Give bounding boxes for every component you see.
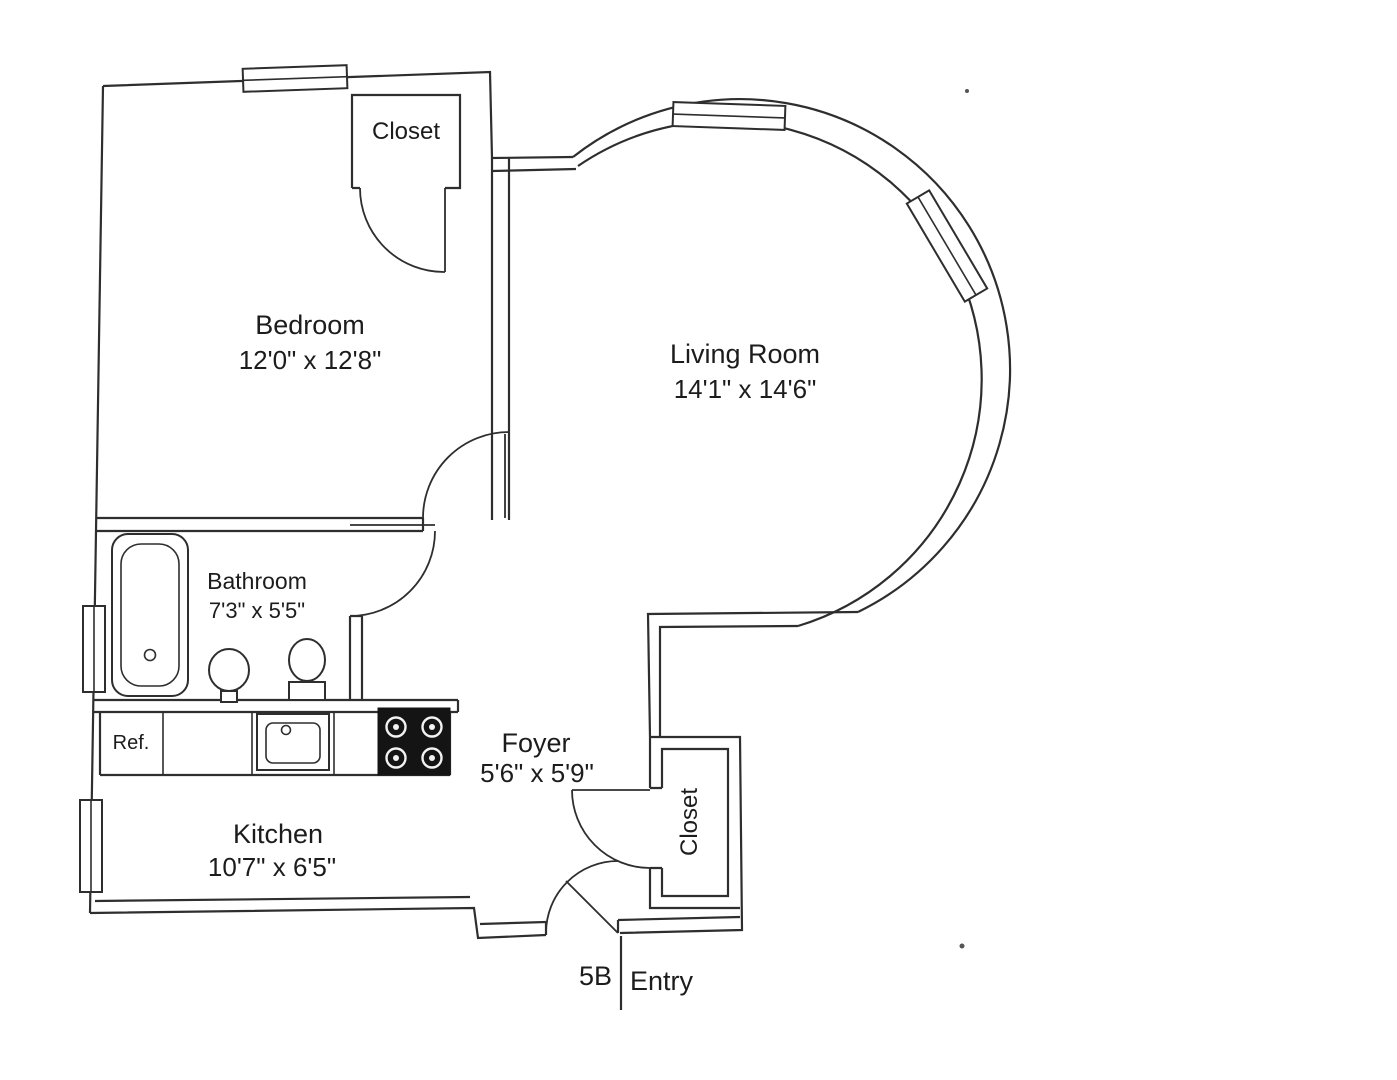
doors xyxy=(349,187,651,934)
exterior-wall-left xyxy=(88,85,105,914)
living-room-curved-wall-outer xyxy=(572,98,1012,613)
closet-bottom-inner-walls xyxy=(660,747,730,898)
stove xyxy=(377,707,451,776)
bathroom-label: Bathroom xyxy=(207,568,307,594)
window-living-room-right xyxy=(905,188,989,304)
entry-unit-label: 5B xyxy=(579,961,612,991)
kitchen-fixtures xyxy=(98,707,452,777)
scan-artifacts xyxy=(959,89,969,949)
window-living-room-top xyxy=(671,101,787,131)
stove-burner-center xyxy=(393,724,399,730)
stove-burner xyxy=(385,716,407,738)
bottom-wall-inner-left xyxy=(479,920,547,926)
kitchen-sink-basin xyxy=(265,722,321,764)
door-swing-arc xyxy=(545,860,619,934)
door-bathroom xyxy=(349,524,436,617)
door-closet-top xyxy=(359,187,446,273)
door-swing-arc xyxy=(571,789,651,869)
windows xyxy=(79,64,989,893)
bedroom-right-wall xyxy=(490,158,511,520)
door-closet-bottom xyxy=(571,789,651,869)
scan-speck xyxy=(965,89,969,93)
closet-top-walls xyxy=(350,93,462,190)
kitchen-dimensions: 10'7" x 6'5" xyxy=(208,852,336,882)
bathtub-drain xyxy=(143,648,157,662)
stove-burner-center xyxy=(429,724,435,730)
pedestal-sink xyxy=(208,648,250,703)
bathroom-fixtures xyxy=(111,533,326,703)
living-room-label: Living Room xyxy=(670,339,820,369)
kitchen-label: Kitchen xyxy=(233,819,323,849)
toilet-tank xyxy=(288,681,326,701)
stove-burner-center xyxy=(429,755,435,761)
toilet-bowl xyxy=(288,638,326,682)
toilet xyxy=(288,638,326,701)
closet-bottom-door-jambs xyxy=(650,786,662,870)
exterior-wall-bottom-left xyxy=(89,906,547,940)
bottom-wall-inner-right xyxy=(617,915,741,922)
foyer-dimensions: 5'6" x 5'9" xyxy=(480,758,594,788)
bathtub-basin xyxy=(120,543,180,687)
exterior-walls xyxy=(88,70,1012,940)
interior-walls xyxy=(93,93,740,910)
kitchen-sink xyxy=(256,713,330,771)
window-kitchen-left xyxy=(79,799,103,893)
bathroom-dimensions: 7'3" x 5'5" xyxy=(209,598,305,623)
stove-burner xyxy=(421,747,443,769)
stove-burner xyxy=(421,716,443,738)
bathroom-right-wall xyxy=(348,614,364,700)
door-swing-arc xyxy=(422,431,510,519)
refrigerator-label: Ref. xyxy=(113,732,150,754)
kitchen-sink-faucet xyxy=(280,724,292,736)
door-entry xyxy=(545,860,619,934)
sink-base xyxy=(220,690,238,703)
living-room-bottom-wall-inner xyxy=(658,624,799,737)
living-room-bottom-wall-outer xyxy=(646,610,859,738)
living-room-dimensions: 14'1" x 14'6" xyxy=(674,374,817,404)
wall-top-connector-inner xyxy=(491,167,577,173)
window-pane-line xyxy=(917,196,977,296)
bedroom-label: Bedroom xyxy=(255,310,365,340)
door-swing-arc xyxy=(349,530,436,617)
exterior-wall-right-bottom xyxy=(619,735,744,935)
kitchen-counter-dividers xyxy=(162,712,335,775)
kitchen-bottom-wall-inner xyxy=(94,895,471,903)
window-bathroom-left xyxy=(82,605,106,693)
bathtub-outline xyxy=(111,533,189,697)
closet-bottom-label: Closet xyxy=(676,788,703,856)
window-pane-line xyxy=(673,113,785,119)
bedroom-dimensions: 12'0" x 12'8" xyxy=(239,345,382,375)
labels: Closet Bedroom 12'0" x 12'8" Living Room… xyxy=(113,118,820,996)
window-bedroom-top xyxy=(241,64,349,93)
closet-top-label: Closet xyxy=(372,118,440,145)
stove-burner xyxy=(385,747,407,769)
bathtub xyxy=(111,533,189,697)
door-swing-arc xyxy=(359,187,446,273)
door-leaf xyxy=(565,880,619,934)
window-pane-line xyxy=(243,75,348,82)
stove-burner-center xyxy=(393,755,399,761)
closet-bottom-outer-walls xyxy=(648,737,740,910)
entry-label: Entry xyxy=(630,966,694,996)
door-bedroom xyxy=(422,431,510,519)
foyer-label: Foyer xyxy=(501,728,570,758)
scan-speck xyxy=(959,943,965,949)
sink-basin xyxy=(208,648,250,692)
